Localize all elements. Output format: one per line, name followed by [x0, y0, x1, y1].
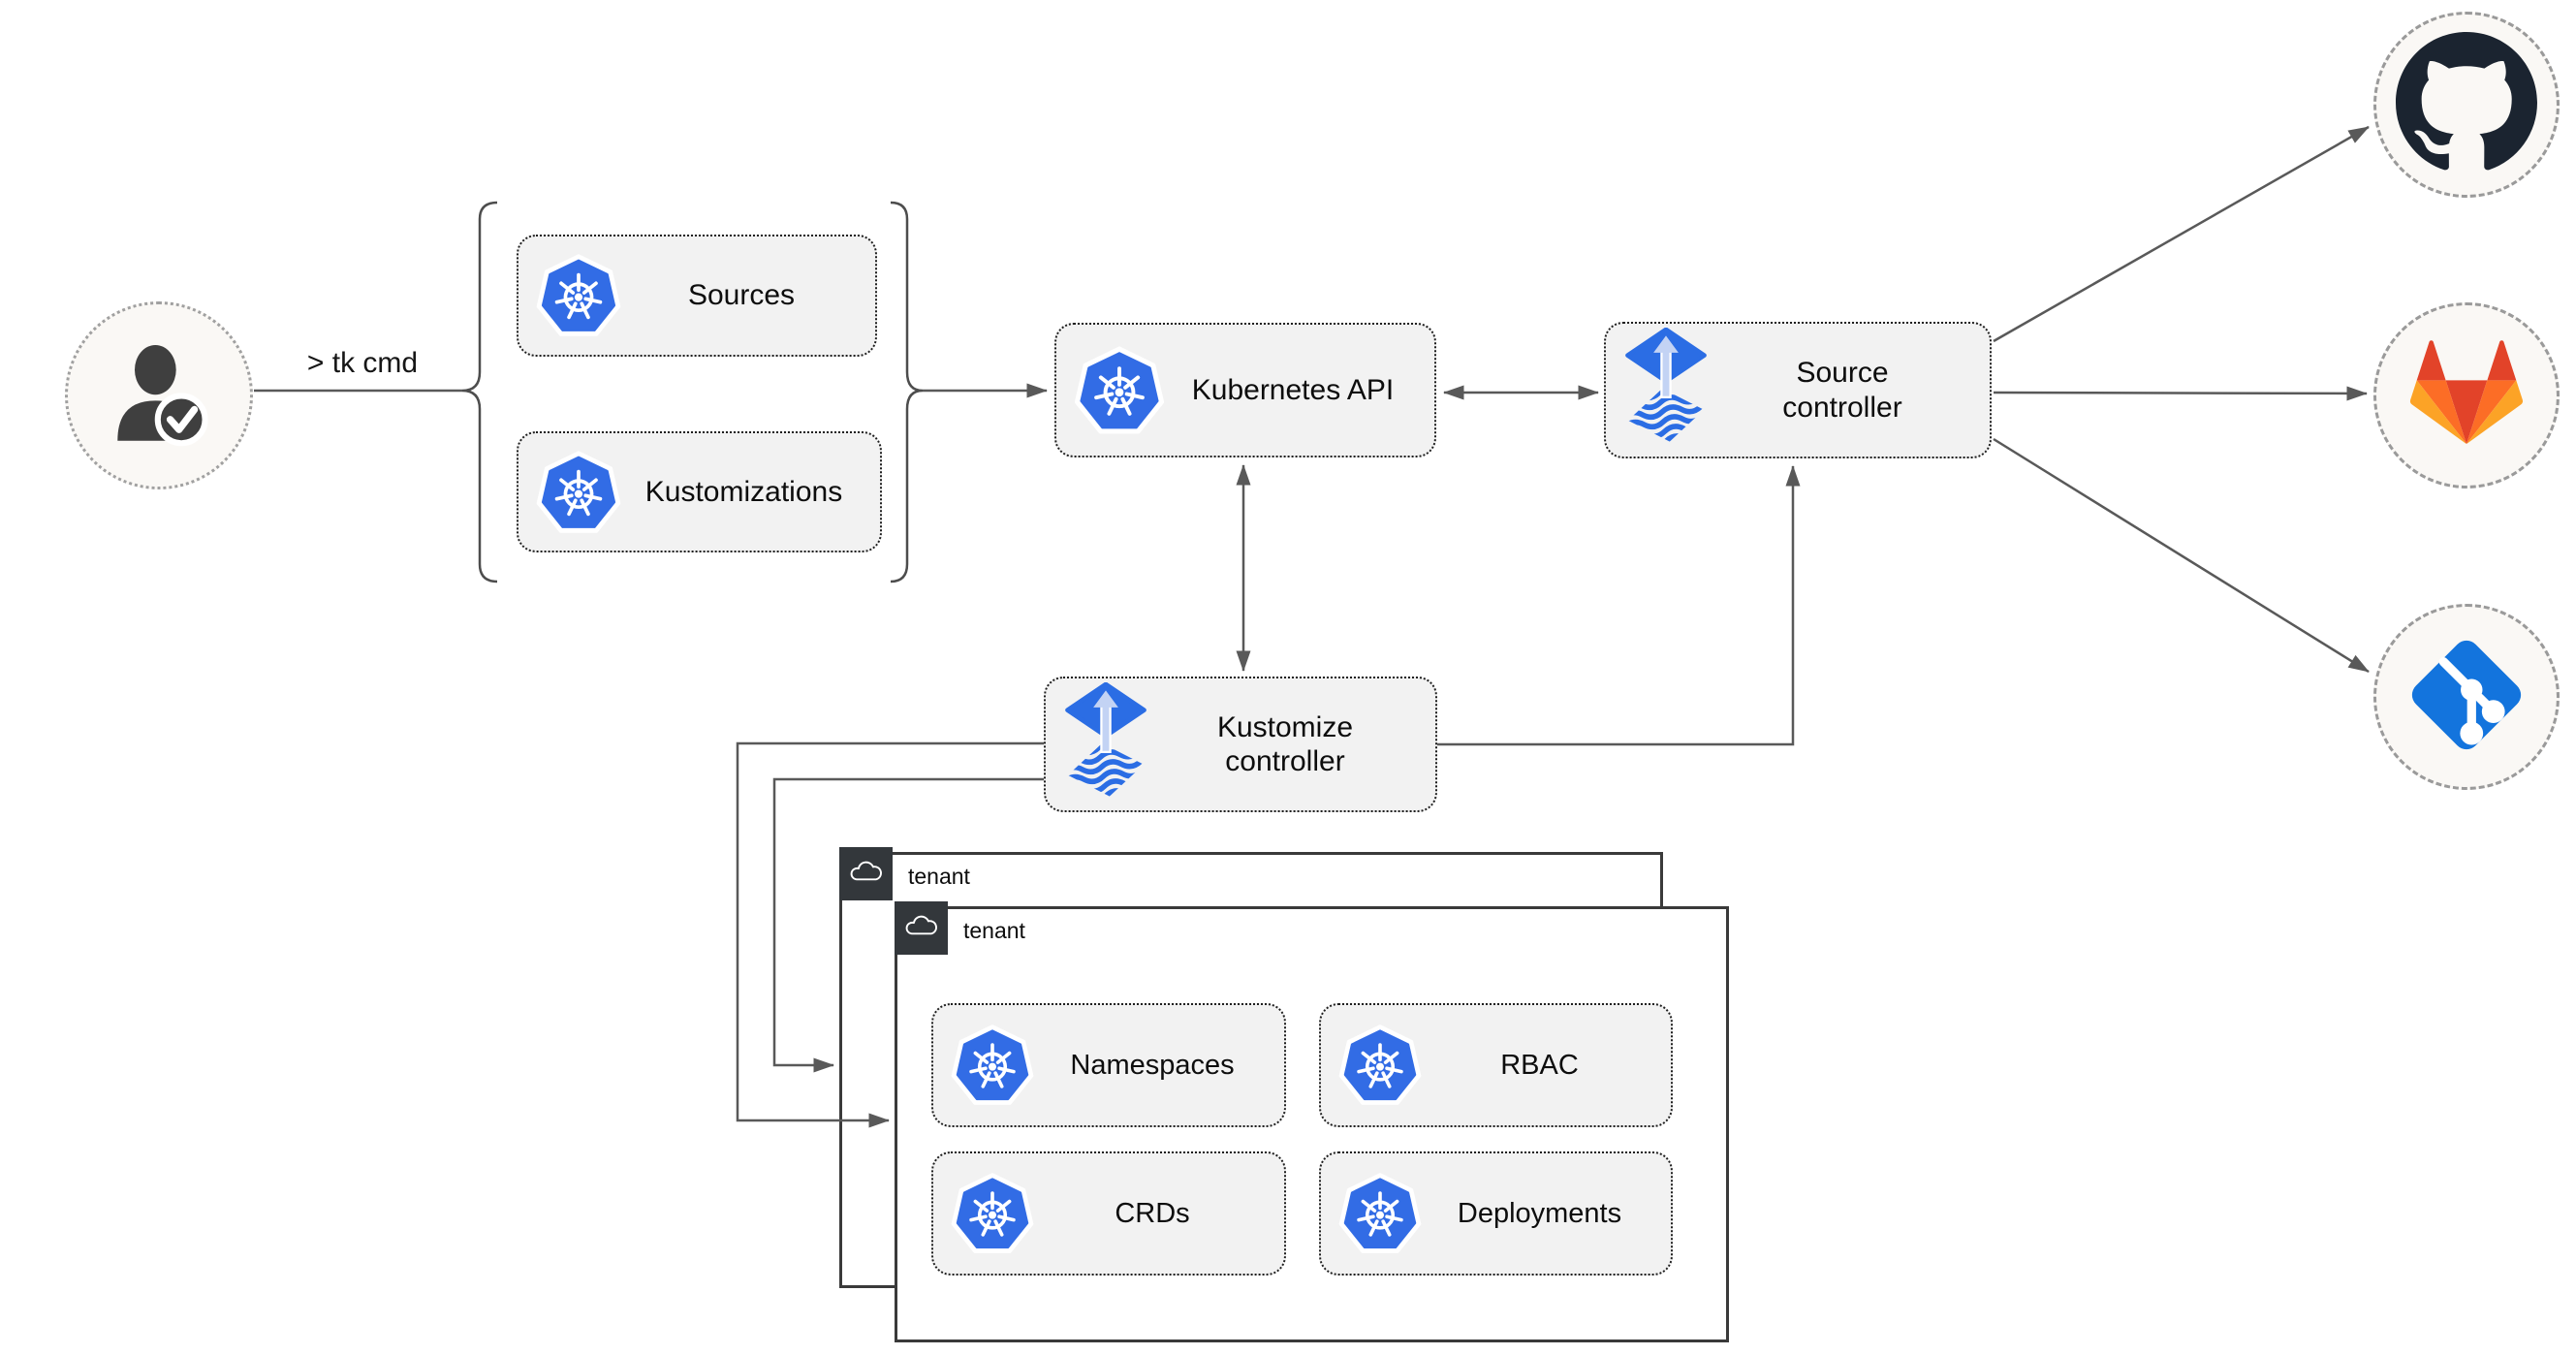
deployments-label: Deployments: [1457, 1197, 1622, 1229]
kubernetes-icon: [949, 1170, 1036, 1257]
cli-command-label: > tk cmd: [306, 347, 419, 379]
tenant-label: tenant: [908, 864, 970, 889]
sources-box: Sources: [517, 235, 877, 357]
flux-icon: [1621, 328, 1711, 453]
tenant-header: [839, 847, 893, 900]
edge-kustomize-source: [1437, 465, 1801, 746]
edge-source-git: [1993, 437, 2370, 674]
kustomizations-label: Kustomizations: [644, 475, 843, 508]
kustomizations-box: Kustomizations: [517, 431, 882, 552]
kubernetes-icon: [1072, 343, 1167, 438]
source-controller-node: Source controller: [1604, 322, 1992, 458]
edge-source-gitlab: [1993, 386, 2368, 401]
flux-icon: [1061, 682, 1150, 807]
crds-label: CRDs: [1115, 1197, 1190, 1229]
kubernetes-api-label: Kubernetes API: [1191, 373, 1395, 406]
rbac-label: RBAC: [1500, 1049, 1579, 1081]
kubernetes-icon: [1336, 1022, 1424, 1109]
crds-box: CRDs: [931, 1151, 1286, 1276]
kubernetes-icon: [949, 1022, 1036, 1109]
github-provider: [2373, 12, 2560, 198]
kubernetes-icon: [534, 251, 623, 340]
deployments-box: Deployments: [1319, 1151, 1673, 1276]
gitlab-provider: [2373, 302, 2560, 488]
user-check-icon: [100, 334, 218, 457]
right-brace: [890, 201, 924, 583]
cloud-icon: [904, 913, 939, 944]
git-icon: [2403, 631, 2530, 764]
kustomize-controller-node: Kustomize controller: [1044, 677, 1437, 812]
git-provider: [2373, 604, 2560, 790]
namespaces-box: Namespaces: [931, 1003, 1286, 1127]
kubernetes-icon: [1336, 1170, 1424, 1257]
gitlab-icon: [2407, 337, 2526, 455]
tenant-box-front: tenant Namespaces RBAC CRDs Deployments: [895, 901, 1729, 1342]
tenant-label: tenant: [963, 918, 1025, 943]
github-icon: [2396, 32, 2537, 178]
namespaces-label: Namespaces: [1070, 1049, 1235, 1081]
left-brace: [461, 201, 498, 583]
kubernetes-api-node: Kubernetes API: [1054, 323, 1436, 457]
kustomize-controller-label: Kustomize controller: [1216, 710, 1354, 777]
rbac-box: RBAC: [1319, 1003, 1673, 1127]
user-avatar: [65, 301, 253, 489]
source-controller-label: Source controller: [1782, 357, 1902, 424]
sources-label: Sources: [687, 279, 796, 312]
kubernetes-icon: [534, 448, 623, 537]
edge-source-github: [1993, 125, 2370, 343]
cloud-icon: [849, 859, 884, 890]
tenant-header: [895, 901, 948, 955]
